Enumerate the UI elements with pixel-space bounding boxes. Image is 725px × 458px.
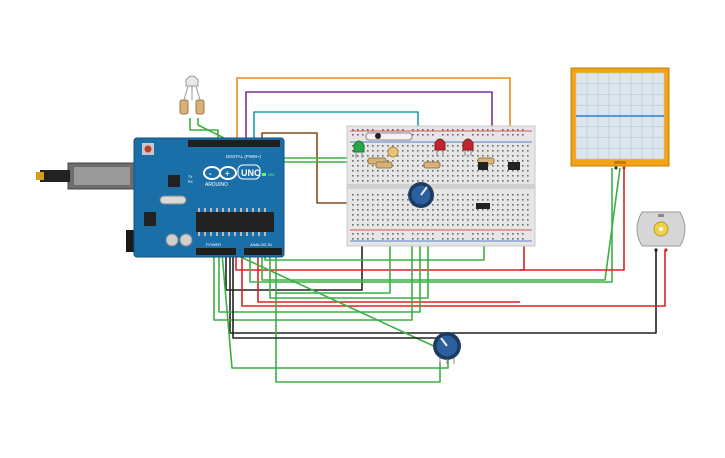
dc-motor[interactable] [636, 211, 686, 252]
analog-label: ANALOG IN [250, 242, 272, 247]
tx-label: TX [188, 175, 193, 179]
wire-red-2[interactable] [241, 250, 666, 307]
power-header [196, 248, 236, 255]
wire-green-9[interactable] [261, 167, 621, 281]
oscilloscope[interactable] [570, 67, 670, 170]
led-red-2[interactable] [462, 138, 474, 156]
wire-green-8[interactable] [221, 252, 449, 369]
usb-plug [40, 170, 70, 182]
wire-green-rgb[interactable] [189, 118, 219, 143]
diode[interactable] [476, 203, 490, 209]
usb-chip [168, 175, 180, 187]
wire-black-pot[interactable] [232, 253, 452, 339]
resistor[interactable] [179, 99, 189, 115]
wire-green-6[interactable] [275, 240, 391, 294]
led-red-1[interactable] [434, 138, 446, 156]
svg-text:-: - [209, 169, 212, 178]
digital-header [188, 140, 280, 147]
brand-label: ARDUINO [205, 182, 228, 188]
arduino-board [133, 137, 285, 258]
wire-red-3[interactable] [257, 253, 520, 303]
photoresistor[interactable] [387, 146, 399, 158]
wire-purple[interactable] [245, 91, 493, 152]
analog-header [244, 248, 282, 255]
resistor[interactable] [195, 99, 205, 115]
led-green[interactable] [353, 140, 365, 158]
resistor[interactable] [423, 161, 441, 169]
slide-switch[interactable] [365, 132, 413, 141]
capacitor [179, 233, 193, 247]
model-label: UNO [241, 168, 261, 178]
wire-red-1[interactable] [235, 243, 525, 271]
resistor[interactable] [375, 161, 393, 169]
potentiometer[interactable] [433, 332, 461, 364]
wires [189, 77, 666, 383]
wire-green-diag[interactable] [231, 252, 439, 349]
capacitor [165, 233, 179, 247]
svg-text:+: + [225, 169, 230, 178]
digital-label: DIGITAL (PWM~) [226, 154, 261, 159]
wire-black-1[interactable] [225, 243, 363, 291]
arduino-logo-icon: - + [203, 166, 237, 180]
wire-orange[interactable] [236, 77, 511, 148]
transistor[interactable] [478, 162, 488, 170]
on-label: ON [268, 172, 274, 177]
breadboard-potentiometer[interactable] [408, 182, 434, 208]
transistor[interactable] [508, 162, 520, 170]
rx-label: RX [188, 180, 194, 184]
atmega-chip [196, 212, 274, 232]
wire-green-5[interactable] [269, 200, 429, 299]
regulator [144, 212, 156, 226]
rgb-led[interactable] [179, 75, 205, 115]
power-label: POWER [206, 242, 221, 247]
arduino-uno[interactable]: - + UNO ARDUINO DIGITAL (PWM~) POWER ANA… [36, 137, 285, 258]
wire-green-2[interactable] [218, 205, 421, 313]
wire-red-osc[interactable] [520, 168, 625, 271]
crystal [159, 195, 187, 205]
